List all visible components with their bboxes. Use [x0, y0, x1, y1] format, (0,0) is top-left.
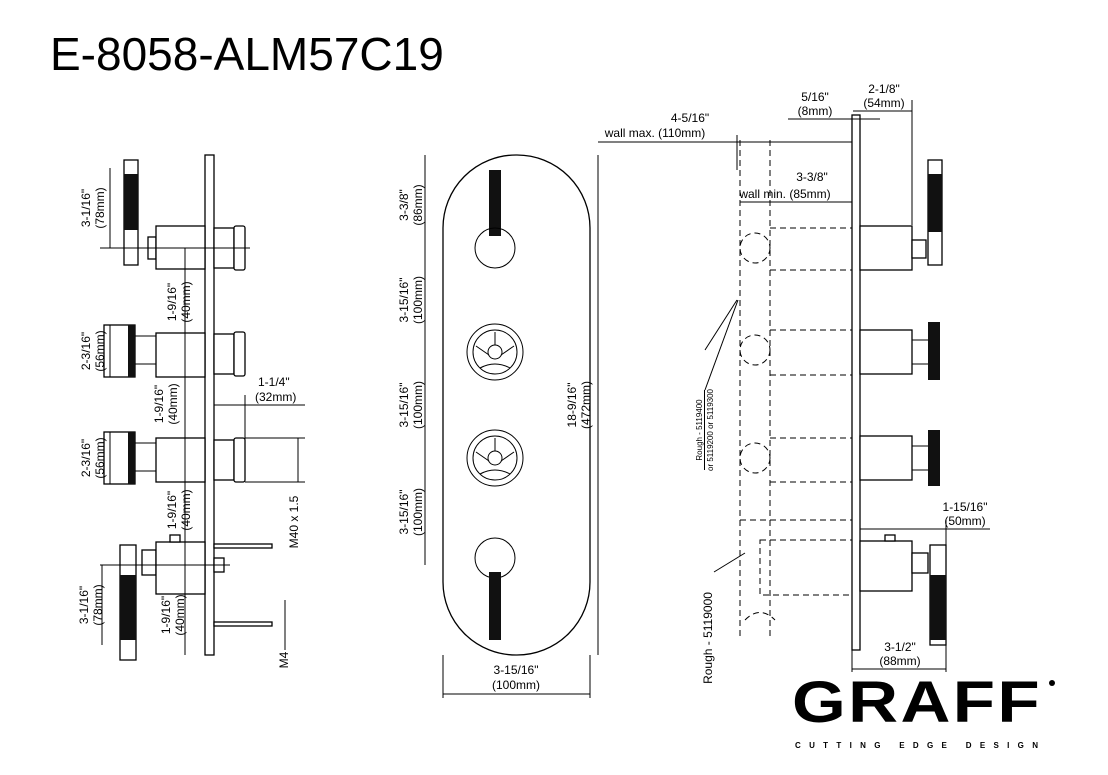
- dim-label: (40mm): [179, 281, 193, 322]
- dim-label: (100mm): [492, 678, 540, 692]
- wall-plate: [204, 154, 215, 656]
- dim-label: (100mm): [411, 488, 425, 536]
- dim-label: 1-1/4": [258, 375, 290, 389]
- lever-handle-top: [489, 170, 501, 236]
- knob-2: [103, 324, 246, 378]
- thread-label: M40 x 1.5: [287, 495, 301, 548]
- knob-2: [859, 322, 940, 380]
- lever-handle-top: [859, 159, 943, 271]
- dim-label: (472mm): [579, 381, 593, 429]
- dim-label: 3-1/2": [884, 640, 916, 654]
- right-side-view: 4-5/16" wall max. (110mm) 5/16" (8mm) 2-…: [598, 82, 990, 684]
- trim-plate: [442, 154, 591, 656]
- dim-label: (78mm): [91, 584, 105, 625]
- dim-label: (54mm): [863, 96, 904, 110]
- screw-label: M4: [277, 651, 291, 668]
- dim-label: 1-9/16": [165, 283, 179, 321]
- knob-3: [103, 431, 246, 485]
- dim-label: 3-1/16": [79, 189, 93, 227]
- dim-label: (56mm): [93, 437, 107, 478]
- dim-label: wall max. (110mm): [604, 126, 705, 140]
- spoke-knob-1: [466, 323, 524, 381]
- dim-label: (50mm): [944, 514, 985, 528]
- lever-handle-bottom: [859, 534, 947, 646]
- rough-diverter-label: Rough - 5119000: [701, 592, 715, 684]
- dim-label: 5/16": [801, 90, 829, 104]
- dim-label: (86mm): [411, 184, 425, 225]
- lever-handle-bottom: [489, 572, 501, 640]
- dim-label: 4-5/16": [671, 111, 709, 125]
- rough-valve-label: Rough - 5119400: [695, 399, 704, 461]
- dim-label: 3-1/16": [77, 586, 91, 624]
- dim-label: (100mm): [411, 276, 425, 324]
- lever-handle-top: [100, 159, 250, 271]
- dim-label: (40mm): [166, 383, 180, 424]
- dim-label: 3-15/16": [397, 383, 411, 428]
- dim-label: (100mm): [411, 381, 425, 429]
- knob-3: [859, 430, 940, 486]
- dim-label: (56mm): [93, 330, 107, 371]
- logo-brand: GRAFF: [792, 670, 1042, 735]
- dim-label: 18-9/16": [565, 383, 579, 428]
- dim-label: 3-15/16": [397, 278, 411, 323]
- dim-label: 2-3/16": [79, 332, 93, 370]
- dim-label: (40mm): [179, 489, 193, 530]
- dim-label: 1-9/16": [159, 596, 173, 634]
- dim-label: 3-3/8": [397, 189, 411, 221]
- logo-tagline: CUTTING EDGE DESIGN: [795, 741, 1045, 750]
- left-side-view: 3-1/16"(78mm) 1-9/16"(40mm) 2-3/16"(56mm…: [77, 154, 305, 668]
- dim-label: 3-15/16": [494, 663, 539, 677]
- dim-label: 1-9/16": [165, 491, 179, 529]
- graff-logo: GRAFF CUTTING EDGE DESIGN: [792, 670, 1055, 750]
- dim-label: 1-15/16": [943, 500, 988, 514]
- rough-valve-label: or 5119200 or 5119300: [706, 388, 715, 471]
- dim-label: (8mm): [798, 104, 833, 118]
- dim-label: (78mm): [93, 187, 107, 228]
- dim-label: 1-9/16": [152, 385, 166, 423]
- dim-label: (40mm): [173, 594, 187, 635]
- wall-plate: [851, 114, 861, 651]
- dim-label: 2-3/16": [79, 439, 93, 477]
- lever-handle-bottom: [100, 534, 273, 661]
- dim-label: (88mm): [879, 654, 920, 668]
- dim-label: 3-3/8": [796, 170, 828, 184]
- front-view: 3-3/8"(86mm) 3-15/16"(100mm) 3-15/16"(10…: [397, 154, 599, 698]
- dim-label: 2-1/8": [868, 82, 900, 96]
- product-code-title: E-8058-ALM57C19: [50, 28, 444, 80]
- dim-label: wall min. (85mm): [738, 187, 830, 201]
- dim-label: 3-15/16": [397, 490, 411, 535]
- dim-label: (32mm): [255, 390, 296, 404]
- spoke-knob-2: [466, 429, 524, 487]
- rough-valve-body: [739, 140, 853, 640]
